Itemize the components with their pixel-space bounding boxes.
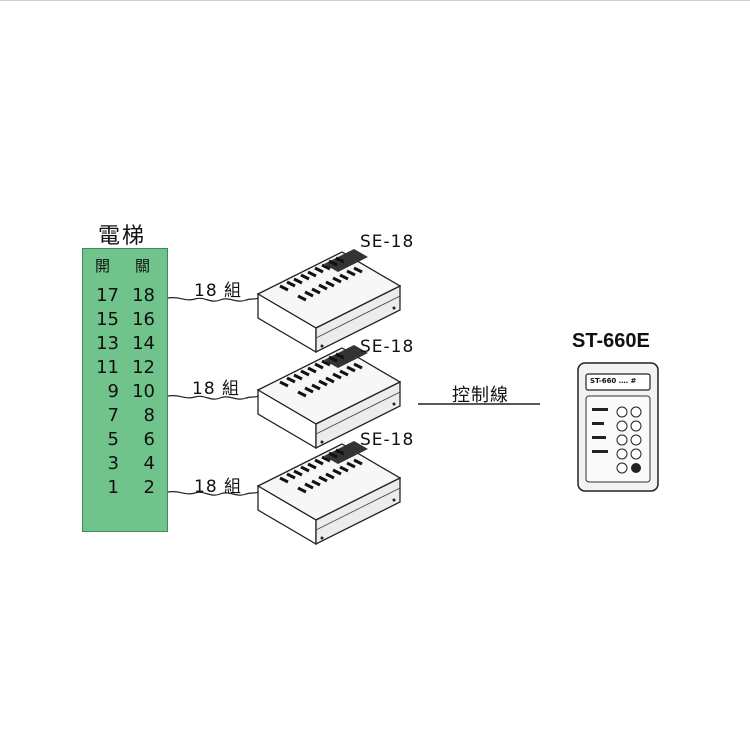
floor-number: 10 [132, 381, 155, 402]
open-column-header: 開 [95, 257, 111, 275]
cable-1 [167, 296, 259, 302]
top-border-line [0, 0, 750, 1]
se18-device-3 [256, 439, 402, 546]
elevator-title: 電梯 [98, 224, 147, 249]
floor-number: 5 [107, 429, 119, 450]
floor-number: 9 [107, 381, 119, 402]
device-model-label-3: SE-18 [360, 430, 415, 450]
close-column-header: 關 [135, 257, 151, 275]
controller-model-label: ST-660E [572, 330, 650, 352]
floor-number: 16 [132, 309, 155, 330]
floor-number: 2 [143, 477, 155, 498]
controller-display-text: ST-660 ‥‥ # [590, 377, 637, 385]
floor-number: 13 [96, 333, 119, 354]
device-model-label-2: SE-18 [360, 337, 415, 357]
cable-2 [167, 394, 259, 400]
group-label-1: 18 組 [194, 281, 243, 301]
floor-number: 14 [132, 333, 155, 354]
floor-number: 18 [132, 285, 155, 306]
floor-number: 12 [132, 357, 155, 378]
st660e-controller [577, 362, 659, 492]
group-label-2: 18 組 [192, 379, 241, 399]
floor-number: 7 [107, 405, 119, 426]
floor-number: 3 [107, 453, 119, 474]
floor-number: 8 [143, 405, 155, 426]
floor-number: 15 [96, 309, 119, 330]
floor-number: 1 [107, 477, 119, 498]
group-label-3: 18 組 [194, 477, 243, 497]
cable-3 [167, 490, 259, 496]
control-line-label: 控制線 [452, 385, 509, 406]
floor-number: 17 [96, 285, 119, 306]
floor-number: 4 [143, 453, 155, 474]
device-model-label-1: SE-18 [360, 232, 415, 252]
elevator-button-panel: 開 關 17 18 15 16 13 14 11 12 9 10 7 8 5 6… [82, 248, 168, 532]
floor-number: 11 [96, 357, 119, 378]
floor-number: 6 [143, 429, 155, 450]
